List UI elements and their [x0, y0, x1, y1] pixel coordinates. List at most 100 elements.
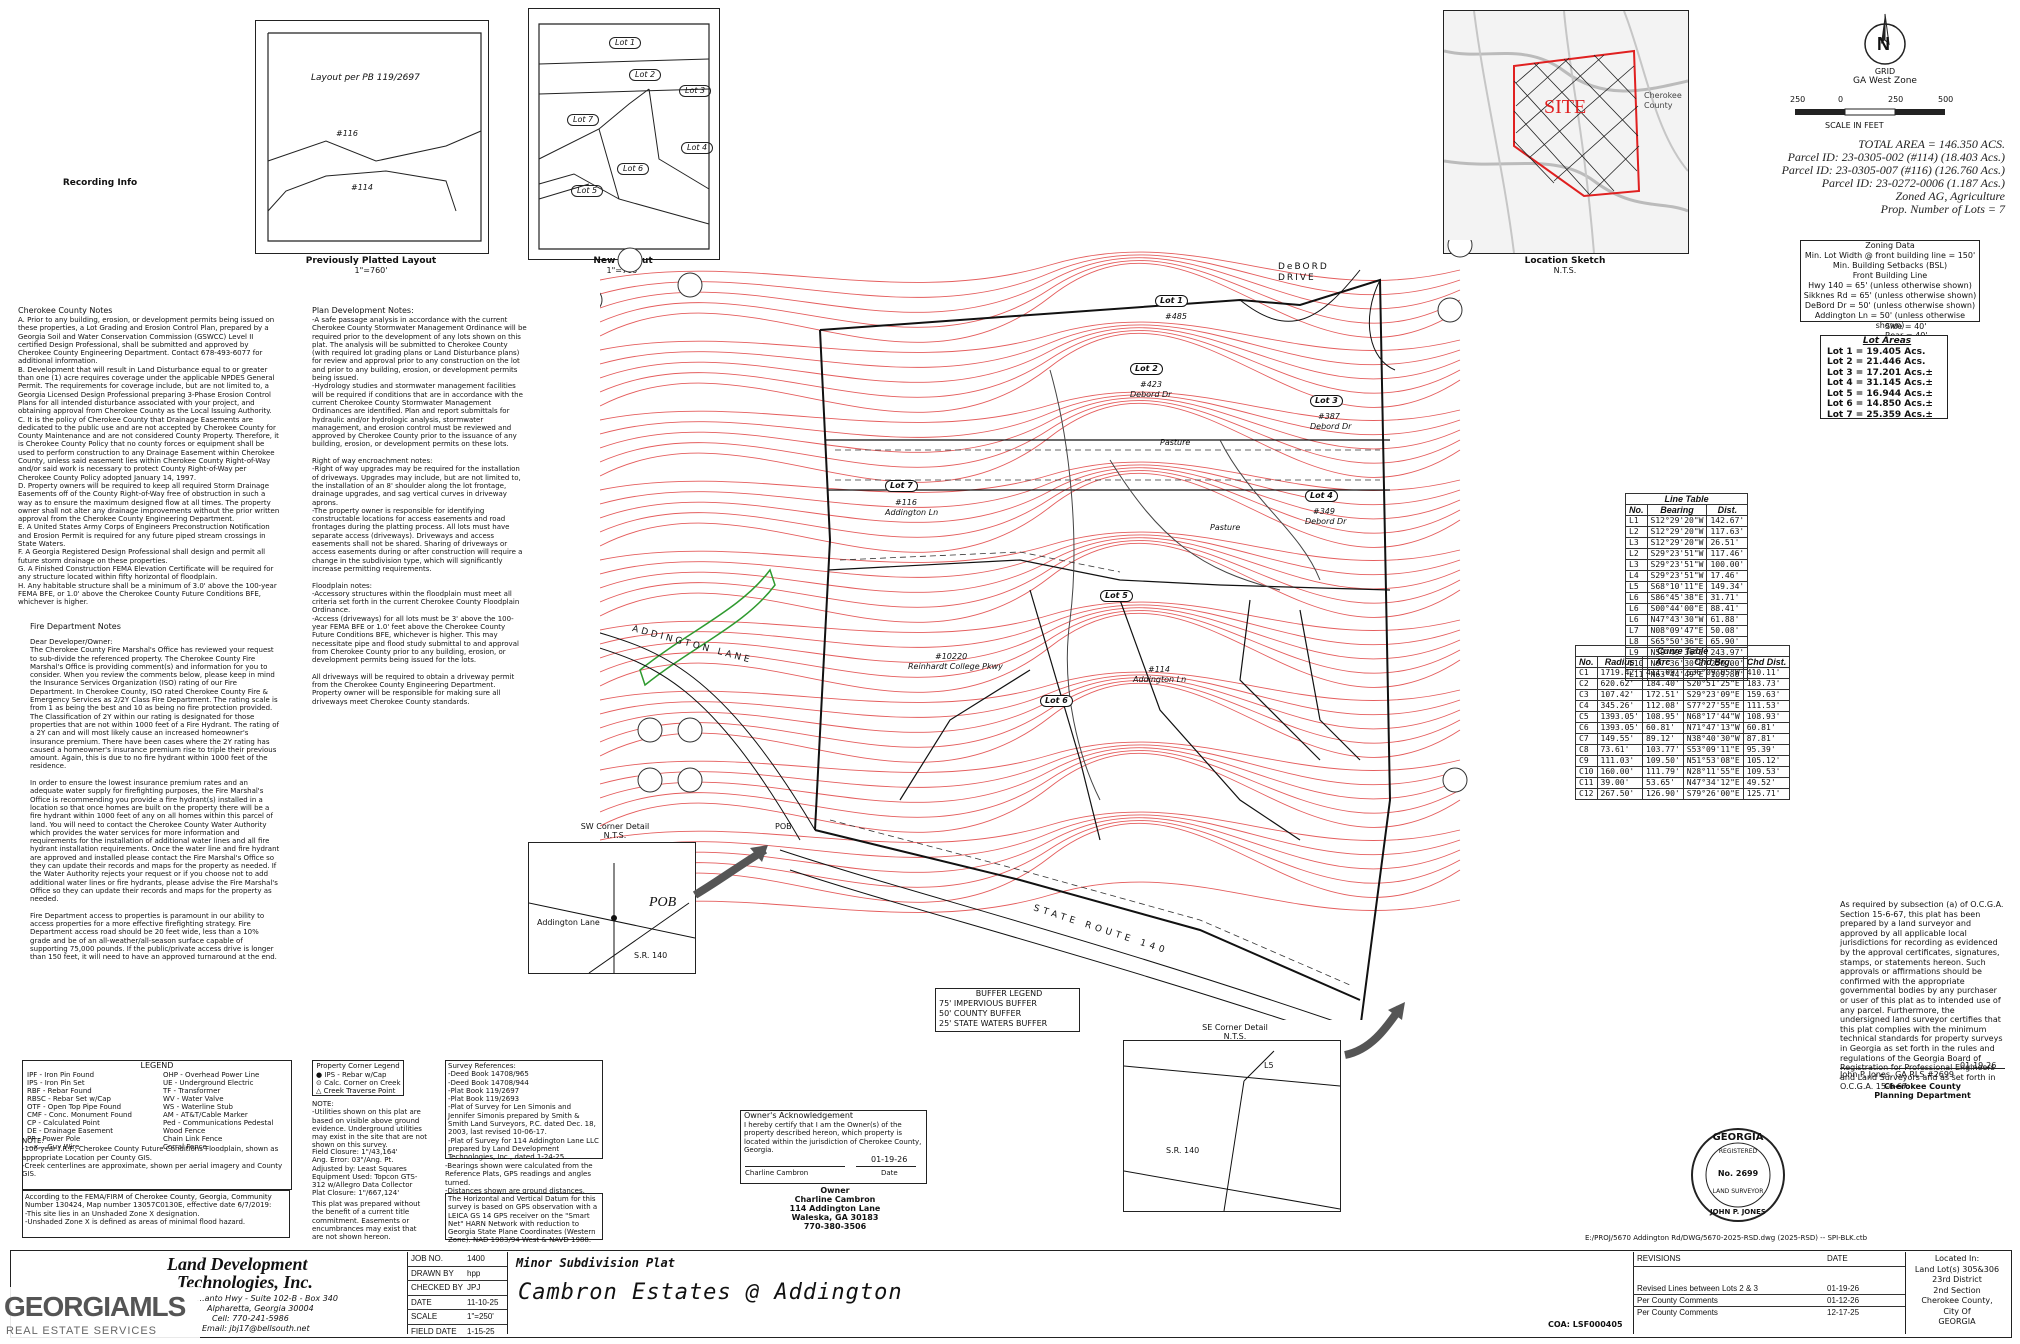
sw-detail-road: Addington Lane: [537, 918, 600, 927]
pcl-line: ⊙ Calc. Corner on Creek: [316, 1079, 401, 1087]
lot-areas-table: Lot Areas Lot 1 = 19.405 Acs. Lot 2 = 21…: [1820, 335, 1948, 420]
owner-block: Owner Charline Cambron 114 Addington Lan…: [760, 1186, 910, 1231]
firm-addr-2: Alpharetta, Georgia 30004: [207, 1304, 314, 1313]
summary-line: TOTAL AREA = 146.350 ACS.: [1858, 137, 2005, 151]
contour-line: [599, 534, 1461, 578]
contour-line: [599, 254, 1461, 298]
line-table-row-cell: L3: [1625, 559, 1648, 571]
se-detail-nts: N.T.S.: [1223, 1032, 1247, 1041]
zoning-data-box: Zoning Data Min. Lot Width @ front build…: [1800, 240, 1980, 330]
curve-table-row-cell: 620.62': [1596, 678, 1644, 690]
curve-table-row-cell: N51°53'08"E: [1682, 755, 1744, 767]
contour-line: [599, 814, 1461, 858]
curve-table-row-cell: 39.00': [1596, 777, 1644, 789]
line-table-row-cell: 88.41': [1706, 603, 1749, 615]
job-row-label: SCALE: [411, 1312, 438, 1321]
contour-line: [599, 671, 1461, 703]
contour-line: [599, 461, 1461, 493]
buffer-legend-row: 50' COUNTY BUFFER: [939, 1009, 1022, 1018]
map-address: #423: [1140, 380, 1162, 389]
location-block: Located In: Land Lot(s) 305&306 23rd Dis…: [1906, 1254, 2008, 1328]
summary-line: Parcel ID: 23-0305-007 (#116) (126.760 A…: [1781, 163, 2005, 177]
curve-table-row-cell: C4: [1575, 700, 1598, 712]
contour-line: [599, 470, 1461, 538]
curve-table-row-cell: S53°09'11"E: [1682, 744, 1744, 756]
recording-info-label: Recording Info: [62, 178, 138, 188]
curve-table-row-cell: S79°26'00"E: [1682, 788, 1744, 800]
contour-line: [599, 811, 1461, 843]
firm-name-2: Technologies, Inc.: [177, 1272, 313, 1292]
contour-line: [599, 324, 1461, 368]
line-table-row-cell: L6: [1625, 603, 1648, 615]
inset-new-layout: Lot 1 Lot 2 Lot 3 Lot 7 Lot 4 Lot 6 Lot …: [528, 8, 720, 260]
line-table-row-cell: L7: [1625, 625, 1648, 637]
curve-table-row-cell: 108.95': [1642, 711, 1684, 723]
contour-line: [599, 473, 1461, 553]
job-row-value: 1"=250': [467, 1312, 494, 1321]
contour-line: [599, 403, 1461, 483]
se-detail-title: SE Corner Detail: [1202, 1023, 1268, 1032]
line-table-row-cell: S29°23'51"W: [1646, 548, 1708, 560]
location-line: Located In:: [1934, 1254, 1980, 1263]
curve-table: Curve Table No. Radius Arc Chd Brg. Chd …: [1574, 645, 1791, 800]
curve-table-row-cell: S36°09'05"W: [1682, 667, 1744, 679]
plat-svg: [577, 232, 1473, 1046]
curve-table-row-cell: 172.51': [1642, 689, 1684, 701]
mls-brand: GEORGIAMLS: [4, 1291, 186, 1322]
curve-table-row-cell: 1393.05': [1596, 722, 1644, 734]
line-table-row-cell: 50.08': [1706, 625, 1749, 637]
location-sketch: SITE Cherokee County: [1443, 10, 1689, 254]
pcl-title: Property Corner Legend: [316, 1062, 400, 1070]
contour-line: [599, 680, 1461, 748]
curve-table-row-cell: C9: [1575, 755, 1598, 767]
owner-ack-title: Owner's Acknowledgement: [744, 1111, 854, 1120]
lot-area-row: Lot 3 = 17.201 Acs.±: [1827, 367, 1933, 378]
owner-line: Waleska, GA 30183: [791, 1213, 879, 1222]
contour-line: [599, 610, 1461, 678]
map-address: #387: [1318, 412, 1340, 421]
fema-note: According to the FEMA/FIRM of Cherokee C…: [22, 1190, 290, 1238]
job-row-label: DRAWN BY: [411, 1268, 454, 1278]
mls-sub: REAL ESTATE SERVICES: [6, 1325, 158, 1337]
line-table-row-cell: L6: [1625, 592, 1648, 604]
curve-table-row-cell: S20°51'25"E: [1682, 678, 1744, 690]
line-table-row-cell: S00°44'00"E: [1646, 603, 1708, 615]
line-table-header: Dist.: [1706, 504, 1749, 516]
line-table-row-cell: S29°23'51"W: [1646, 559, 1708, 571]
new-layout-scale: 1"=760': [606, 266, 640, 275]
county-notes-body: A. Prior to any building, erosion, or de…: [18, 316, 280, 607]
curve-table-row-cell: S29°23'09"E: [1682, 689, 1744, 701]
approval-1: Cherokee County: [1884, 1082, 1961, 1091]
zoning-line: Hwy 140 = 65' (unless otherwise shown): [1808, 281, 1972, 290]
plat-drawing: Lot 1 #485 Lot 2 #423 Debord Dr Lot 3 #3…: [577, 232, 1480, 1046]
contour-line: [599, 257, 1461, 313]
firm-addr-1: ...anto Hwy - Suite 102-B - Box 340: [197, 1294, 338, 1303]
curve-table-row-cell: C7: [1575, 733, 1598, 745]
plan-notes: Plan Development Notes: -A safe passage …: [312, 306, 527, 706]
curve-table-header: No.: [1575, 656, 1598, 668]
curve-table-row-cell: 267.50': [1596, 788, 1644, 800]
inset-previous-layout: Layout per PB 119/2697 #116 #114: [255, 20, 489, 254]
county-label: Cherokee County: [1644, 91, 1682, 110]
line-table-row-cell: 17.46': [1706, 570, 1749, 582]
map-lot-3: Lot 3: [1310, 395, 1343, 407]
contour-line: [599, 260, 1461, 328]
se-detail-line: L5: [1264, 1061, 1274, 1070]
curve-table-row-cell: C11: [1575, 777, 1598, 789]
new-layout-lot-6: Lot 6: [617, 163, 650, 175]
job-row-value: hpp: [467, 1268, 481, 1278]
curve-table-row-cell: N38°40'30"W: [1682, 733, 1744, 745]
curve-table-row-cell: S77°27'55"E: [1682, 700, 1744, 712]
new-layout-lot-1: Lot 1: [609, 37, 642, 49]
curve-table-row-cell: 108.93': [1742, 711, 1791, 723]
mls-watermark: GEORGIAMLS REAL ESTATE SERVICES: [0, 1287, 200, 1344]
contour-line: [599, 601, 1461, 633]
